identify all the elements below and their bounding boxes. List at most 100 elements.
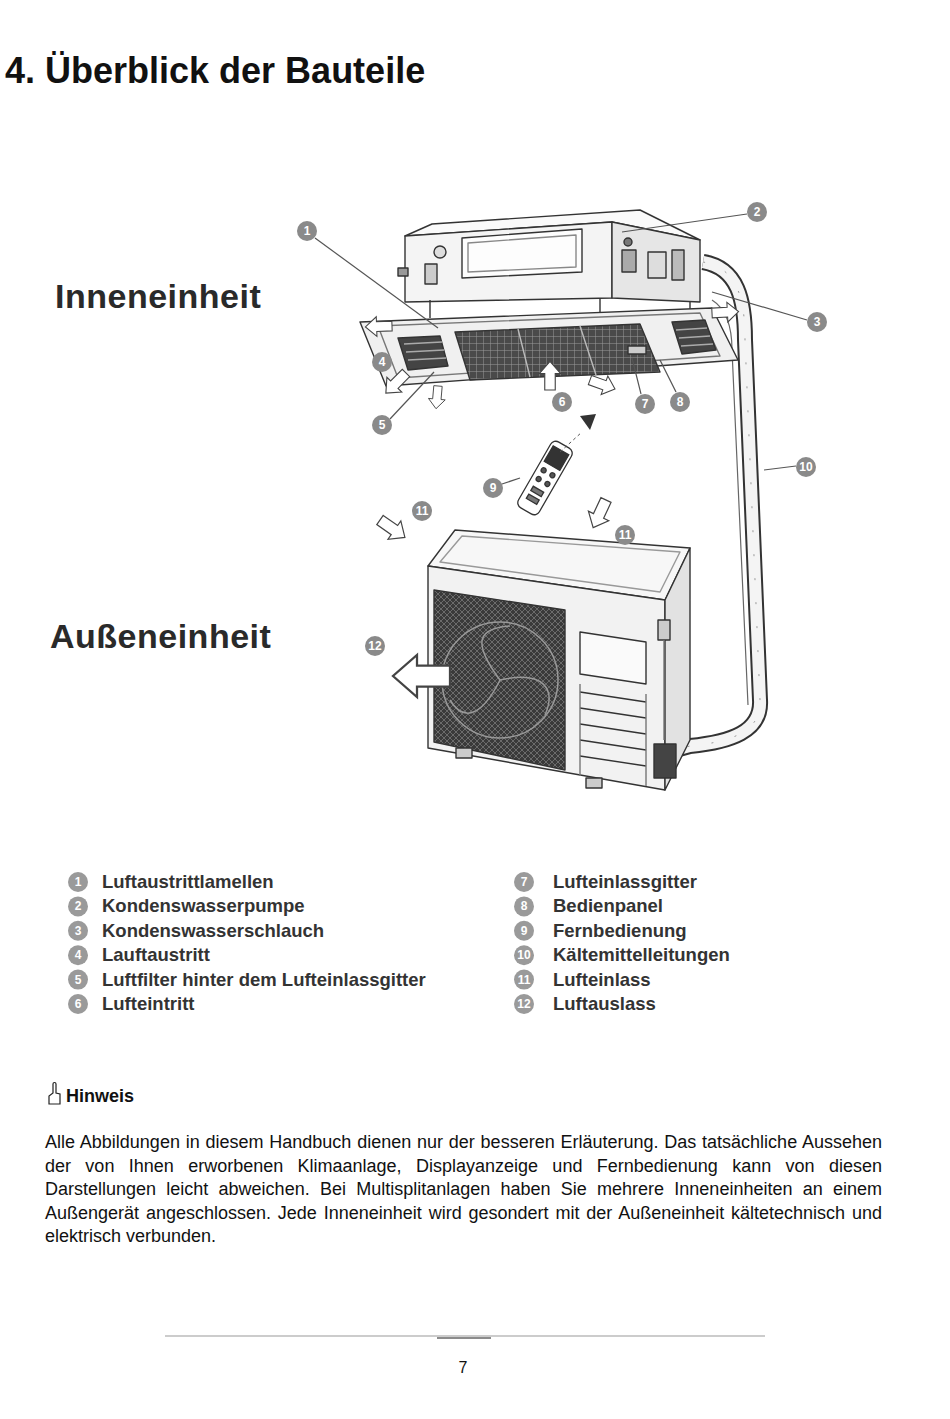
outdoor-unit: [654, 744, 676, 778]
legend-number: 7: [512, 874, 536, 890]
remote-control: [516, 439, 575, 517]
legend-text: Lufteintritt: [102, 992, 194, 1016]
legend-number: 4: [66, 947, 90, 963]
note-text: Alle Abbildungen in diesem Handbuch dien…: [45, 1131, 882, 1249]
indoor-unit: [622, 250, 636, 272]
legend-number: 11: [512, 972, 536, 988]
callout-number: 5: [370, 417, 394, 433]
legend-text: Luftfilter hinter dem Lufteinlassgitter: [102, 968, 426, 992]
outdoor-unit: [586, 778, 602, 788]
indoor-unit: [648, 252, 666, 278]
indoor-unit: [624, 238, 632, 246]
indoor-unit: [672, 250, 684, 280]
leader-line: [315, 214, 807, 484]
indoor-unit: [672, 320, 716, 354]
leader-line: [622, 214, 747, 232]
outdoor-unit: [580, 684, 646, 786]
air-flow-arrow: [393, 655, 450, 697]
leader-line: [315, 238, 438, 328]
air-flow-arrow: [374, 495, 617, 697]
leader-line: [632, 358, 641, 394]
indoor-unit: [398, 268, 408, 276]
remote-control: [540, 467, 547, 474]
outdoor-unit: [434, 590, 565, 770]
remote-control: [544, 446, 569, 471]
legend-text: Kondenswasserpumpe: [102, 894, 305, 918]
air-flow-arrow: [583, 495, 616, 532]
legend-number: 6: [66, 996, 90, 1012]
callout-number: 12: [363, 638, 387, 654]
air-flow-arrow: [365, 316, 392, 337]
hint-icon: [49, 1083, 60, 1105]
callout-number: 3: [805, 314, 829, 330]
indoor-unit: [628, 346, 646, 354]
callout-number: 2: [745, 204, 769, 220]
legend-text: Lufteinlass: [553, 968, 651, 992]
leader-line: [660, 360, 676, 392]
outdoor-unit: [456, 748, 472, 758]
callout-number: 1: [295, 223, 319, 239]
legend-text: Lauftaustritt: [102, 943, 210, 967]
legend-text: Lufteinlassgitter: [553, 870, 697, 894]
indoor-unit: [398, 336, 448, 370]
note-heading: Hinweis: [66, 1086, 134, 1107]
indoor-unit: [404, 342, 446, 360]
remote-control: [549, 472, 556, 479]
footer-rule: [165, 1336, 765, 1338]
legend-number: 8: [512, 898, 536, 914]
callout-number: 11: [410, 503, 434, 519]
footer-rule: [165, 1335, 765, 1337]
outdoor-unit: [428, 566, 665, 790]
air-flow-arrow: [374, 511, 412, 547]
remote-control: [531, 486, 544, 496]
remote-control: [516, 439, 575, 517]
outdoor-unit: [450, 626, 549, 715]
unit-heading: Außeneinheit: [50, 617, 271, 656]
indoor-unit: [462, 229, 582, 278]
legend-text: Luftaustrittlamellen: [102, 870, 274, 894]
outdoor-unit: [658, 620, 670, 640]
callout-number: 6: [550, 394, 574, 410]
legend-number: 5: [66, 972, 90, 988]
callout-number: 10: [794, 459, 818, 475]
legend-text: Kondenswasserschlauch: [102, 919, 324, 943]
legend-number: 9: [512, 923, 536, 939]
legend-text: Kältemittelleitungen: [553, 943, 730, 967]
signal-symbol: [580, 414, 596, 430]
air-flow-arrow: [711, 302, 739, 323]
indoor-unit: [425, 264, 437, 284]
legend-number: 12: [512, 996, 536, 1012]
page-title: 4. Überblick der Bauteile: [5, 50, 425, 92]
indoor-unit: [360, 210, 738, 386]
hint-icon: [49, 1083, 60, 1105]
legend-number: 10: [512, 947, 536, 963]
leader-line: [712, 292, 807, 320]
page-number: 7: [450, 1359, 476, 1377]
callout-number: 4: [370, 354, 394, 370]
indoor-unit: [434, 246, 446, 258]
footer-rule: [437, 1337, 491, 1339]
legend-text: Bedienpanel: [553, 894, 663, 918]
leader-line: [764, 466, 796, 470]
air-flow-arrow: [540, 362, 561, 391]
outdoor-unit: [442, 622, 558, 738]
leader-line: [390, 372, 434, 419]
indoor-unit: [468, 235, 576, 272]
remote-control: [526, 494, 539, 504]
outdoor-unit: [580, 692, 646, 766]
legend-number: 2: [66, 898, 90, 914]
air-flow-arrow: [587, 371, 619, 399]
callout-number: 11: [613, 527, 637, 543]
legend-number: 1: [66, 874, 90, 890]
outdoor-unit: [663, 640, 664, 740]
leader-line: [502, 478, 520, 484]
callout-number: 8: [668, 394, 692, 410]
outdoor-unit: [428, 530, 690, 790]
unit-heading: Inneneinheit: [55, 277, 261, 316]
outdoor-unit: [580, 632, 646, 684]
legend-number: 3: [66, 923, 90, 939]
remote-control: [535, 476, 542, 483]
indoor-unit: [405, 222, 612, 302]
air-flow-arrow: [428, 385, 447, 409]
